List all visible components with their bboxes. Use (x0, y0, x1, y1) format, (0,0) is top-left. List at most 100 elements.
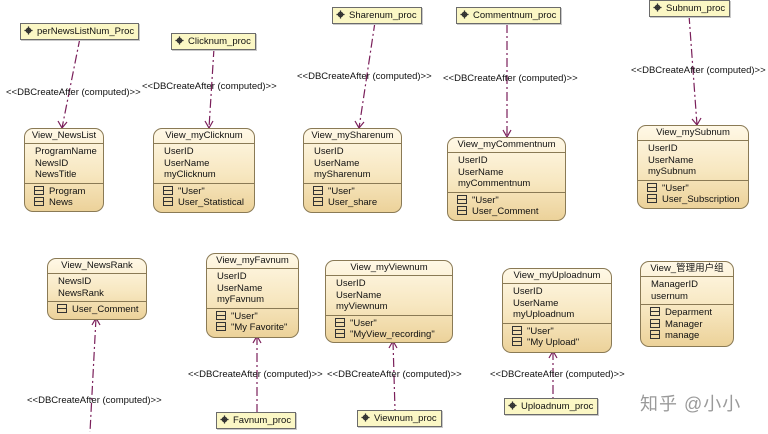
view-mysharenum[interactable]: View_mySharenum UserID UserName mySharen… (303, 128, 402, 213)
relation-item: "User" (326, 317, 452, 330)
attribute: UserID (314, 146, 344, 157)
attribute: NewsID (35, 157, 69, 169)
attribute: ManagerID (651, 279, 698, 290)
attribute: NewsTitle (35, 169, 77, 180)
relation-item: "User" (503, 325, 611, 338)
relation-list: User_Comment (48, 302, 146, 318)
relation-list: "User" User_share (304, 184, 401, 211)
stereotype-label-share: <<DBCreateAfter (computed)>> (297, 71, 432, 82)
relation-item: Program (25, 185, 103, 198)
relation-list: Program News (25, 184, 103, 211)
table-icon (650, 318, 660, 328)
proc-viewnum[interactable]: Viewnum_proc (357, 410, 442, 427)
view-myfavnum[interactable]: View_myFavnum UserID UserName myFavnum "… (206, 253, 299, 338)
table-icon (57, 304, 67, 313)
view-myviewnum[interactable]: View_myViewnum UserID UserName myViewnum… (325, 260, 453, 343)
view-title: View_NewsList (25, 129, 103, 144)
attribute: UserName (164, 157, 210, 169)
view-title: View_myFavnum (207, 254, 298, 269)
stereotype-label-viewnum: <<DBCreateAfter (computed)>> (327, 369, 462, 380)
relation-item: "User" (638, 182, 748, 195)
stereotype-label-click: <<DBCreateAfter (computed)>> (142, 81, 277, 92)
view-myclicknum[interactable]: View_myClicknum UserID UserName myClickn… (153, 128, 255, 213)
relation-item: "MyView_recording" (326, 329, 452, 341)
connector-click (208, 47, 215, 129)
attribute: UserName (458, 166, 504, 178)
attribute: myViewnum (336, 301, 388, 312)
stereotype-label-newsrank: <<DBCreateAfter (computed)>> (27, 395, 162, 406)
attribute-list: UserID UserName myUploadnum (503, 284, 611, 324)
attribute-list: ProgramName NewsID NewsTitle (25, 144, 103, 184)
view-manager-group[interactable]: View_管理用户组 ManagerID usernum Deparment M… (640, 261, 734, 347)
proc-label: Uploadnum_proc (521, 401, 594, 412)
attribute-list: UserID UserName mySubnum (638, 141, 748, 181)
attribute: UserName (336, 289, 382, 301)
attribute: ProgramName (35, 146, 97, 157)
view-newslist[interactable]: View_NewsList ProgramName NewsID NewsTit… (24, 128, 104, 212)
proc-label: Subnum_proc (666, 3, 726, 14)
relation-list: "User" "My Upload" (503, 324, 611, 351)
attribute: mySubnum (648, 166, 697, 177)
relation-item: "User" (304, 185, 401, 198)
attribute-list: UserID UserName myClicknum (154, 144, 254, 184)
attribute-list: UserID UserName myFavnum (207, 269, 298, 309)
view-title: View_管理用户组 (641, 262, 733, 277)
proc-favnum[interactable]: Favnum_proc (216, 412, 297, 429)
relation-list: "User" User_Subscription (638, 181, 748, 208)
table-icon (313, 197, 323, 206)
relation-item: "User" (154, 185, 254, 198)
view-mycommentnum[interactable]: View_myCommentnum UserID UserName myComm… (447, 137, 566, 221)
attribute: myCommentnum (458, 178, 531, 189)
relation-item: "User" (448, 194, 565, 207)
table-icon (457, 194, 467, 204)
watermark: 知乎 @小小 (640, 394, 742, 414)
connector-viewnum (392, 340, 396, 411)
view-title: View_myClicknum (154, 129, 254, 144)
view-title: View_NewsRank (48, 259, 146, 274)
attribute: UserName (217, 282, 263, 294)
relation-item: User_Subscription (638, 194, 748, 206)
attribute: UserID (458, 155, 488, 166)
view-title: View_myCommentnum (448, 138, 565, 153)
attribute: UserName (314, 157, 360, 169)
proc-label: Clicknum_proc (188, 36, 251, 47)
table-icon (335, 329, 345, 338)
gear-icon (361, 413, 370, 422)
stereotype-label-comment: <<DBCreateAfter (computed)>> (443, 73, 578, 84)
connector-share (358, 21, 376, 129)
attribute-list: UserID UserName myViewnum (326, 276, 452, 316)
proc-label: Sharenum_proc (349, 10, 417, 21)
proc-sharenum[interactable]: Sharenum_proc (332, 7, 422, 24)
attribute-list: UserID UserName myCommentnum (448, 153, 565, 193)
view-title: View_myViewnum (326, 261, 452, 276)
attribute-list: UserID UserName mySharenum (304, 144, 401, 184)
attribute-list: ManagerID usernum (641, 277, 733, 305)
table-icon (163, 185, 173, 195)
proc-subnum[interactable]: Subnum_proc (649, 0, 731, 17)
proc-uploadnum[interactable]: Uploadnum_proc (504, 398, 599, 415)
proc-perNewsListNum[interactable]: perNewsListNum_Proc (20, 23, 140, 40)
attribute: myUploadnum (513, 309, 575, 320)
attribute: usernum (651, 290, 688, 302)
relation-item: User_share (304, 197, 401, 209)
stereotype-label-upload: <<DBCreateAfter (computed)>> (490, 369, 625, 380)
view-newsrank[interactable]: View_NewsRank NewsID NewsRank User_Comme… (47, 258, 147, 320)
attribute: UserID (513, 286, 543, 297)
relation-list: "User" User_Statistical (154, 184, 254, 211)
proc-commentnum[interactable]: Commentnum_proc (456, 7, 562, 24)
view-myuploadnum[interactable]: View_myUploadnum UserID UserName myUploa… (502, 268, 612, 353)
relation-item: manage (641, 330, 733, 342)
gear-icon (508, 401, 517, 410)
relation-item: "User" (207, 310, 298, 323)
connector-newsrank (89, 317, 97, 433)
table-icon (647, 194, 657, 203)
view-mysubnum[interactable]: View_mySubnum UserID UserName mySubnum "… (637, 125, 749, 209)
attribute: NewsID (58, 276, 92, 287)
table-icon (647, 182, 657, 192)
view-title: View_mySubnum (638, 126, 748, 141)
attribute: mySharenum (314, 169, 371, 180)
proc-clicknum[interactable]: Clicknum_proc (171, 33, 256, 50)
proc-label: perNewsListNum_Proc (37, 26, 135, 37)
relation-item: "My Upload" (503, 337, 611, 349)
relation-item: Manager (641, 318, 733, 331)
